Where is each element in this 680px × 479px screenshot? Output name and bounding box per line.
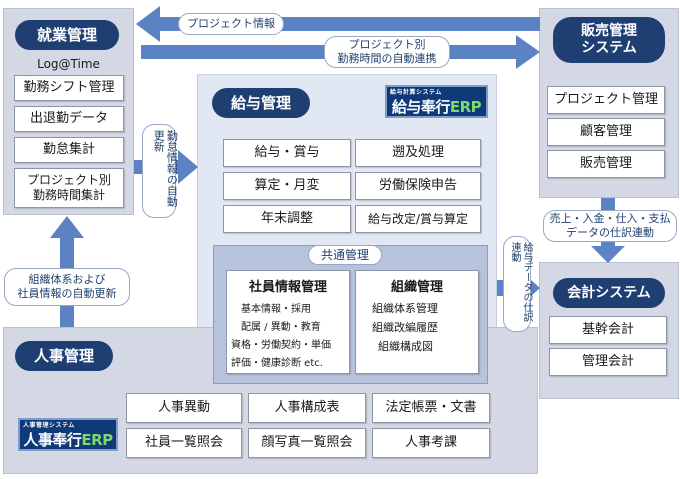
shain-line-2: 資格・労働契約・単価 [231,340,331,351]
shain-title: 社員情報管理 [248,280,327,295]
flow-label-payroll-journal-bubble [503,236,531,332]
shain-box: 社員情報管理 基本情報・採用 配属 / 異動・教育 資格・労働契約・単価 評価・… [226,270,350,374]
shain-line-3: 評価・健康診断 etc. [231,358,323,369]
flow-label-payroll-journal: 給与データの仕訳連動 [509,242,532,322]
soshiki-box: 組織管理 組織体系管理 組織改編履歴 組織構成図 [355,270,479,374]
hanbai-title: 販売管理 システム [553,17,665,63]
kyuyo-item-2: 算定・月変 [223,172,351,200]
jinji-item-0: 人事異動 [126,393,242,423]
kyuyo-logo-small: 給与計算システム [390,89,442,96]
shugyo-item-0: 勤務シフト管理 [14,75,124,101]
jinji-logo: 人事管理システム 人事奉行ERP [18,418,118,451]
shugyo-subtitle: Log@Time [37,57,100,71]
flow-label-project-info: プロジェクト情報 [178,13,284,35]
kyuyo-title: 給与管理 [212,88,310,118]
flow-label-kintai-bubble [142,124,176,218]
kyuyo-logo-main: 給与奉行ERP [391,98,482,116]
flow-label-org-update: 組織体系および 社員情報の自動更新 [4,268,130,306]
kyotsu-label: 共通管理 [308,245,382,265]
shugyo-item-2: 勤怠集計 [14,137,124,163]
kaikei-title: 会計システム [553,278,665,308]
hanbai-item-2: 販売管理 [547,150,665,178]
jinji-title: 人事管理 [15,341,113,371]
flow-label-sales-journal: 売上・入金・仕入・支払 データの仕訳連動 [543,210,677,242]
soshiki-title: 組織管理 [390,280,443,295]
shugyo-title: 就業管理 [15,20,119,50]
kyuyo-item-3: 労働保険申告 [355,172,481,200]
kaikei-item-1: 管理会計 [549,348,667,376]
arrow-project-info [136,6,540,42]
shain-line-1: 配属 / 異動・教育 [241,322,321,333]
jinji-item-3: 社員一覧照会 [126,428,242,458]
soshiki-line-1: 組織改編履歴 [372,321,438,334]
shain-line-0: 基本情報・採用 [241,304,311,315]
jinji-item-5: 人事考課 [372,428,490,458]
jinji-logo-small: 人事管理システム [23,422,75,429]
kaikei-item-0: 基幹会計 [549,316,667,344]
flow-label-kintai: 勤怠情報の自動更新 [152,130,179,207]
kyuyo-item-4: 年末調整 [223,205,351,233]
shugyo-item-3: プロジェクト別 勤務時間集計 [14,168,124,208]
kyuyo-logo: 給与計算システム 給与奉行ERP [385,85,488,118]
hanbai-item-1: 顧客管理 [547,118,665,146]
jinji-logo-main: 人事奉行ERP [23,431,113,449]
kyuyo-item-5: 給与改定/賞与算定 [355,205,481,233]
jinji-item-4: 顔写真一覧照会 [248,428,366,458]
hanbai-item-0: プロジェクト管理 [547,86,665,114]
soshiki-line-0: 組織体系管理 [372,302,438,315]
flow-label-project-hours: プロジェクト別 勤務時間の自動連携 [324,36,450,68]
kyuyo-item-0: 給与・賞与 [223,139,351,167]
jinji-item-1: 人事構成表 [248,393,366,423]
kyuyo-item-1: 遡及処理 [355,139,481,167]
jinji-item-2: 法定帳票・文書 [372,393,490,423]
soshiki-line-2: 組織構成図 [378,340,433,353]
shugyo-item-1: 出退勤データ [14,106,124,132]
